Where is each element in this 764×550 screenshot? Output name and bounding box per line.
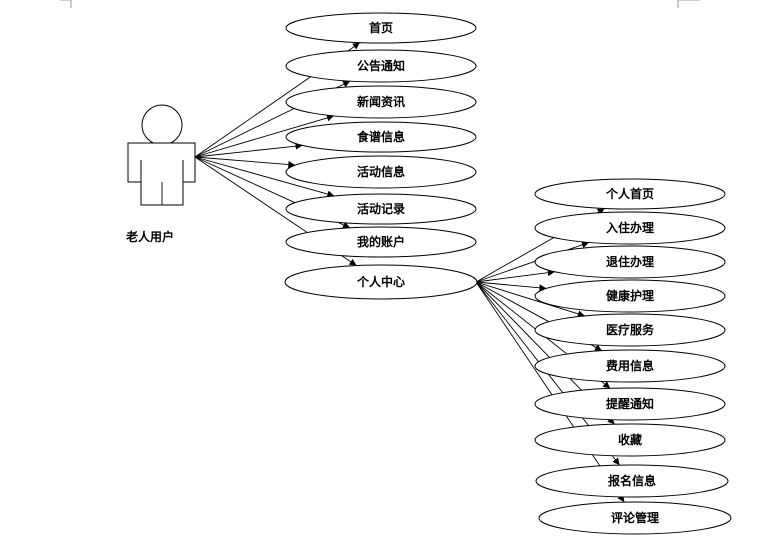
use-case-ellipse: [285, 155, 477, 189]
edge-actor-to-activity-records: [194, 156, 335, 198]
use-case-label: 公告通知: [357, 58, 405, 73]
use-case-label: 个人中心: [356, 274, 405, 289]
use-case-ellipse: [285, 49, 477, 83]
actor-label: 老人用户: [126, 229, 174, 244]
use-case-label: 健康护理: [606, 288, 654, 303]
use-case-activity-info: 活动信息: [285, 155, 477, 189]
edge-personal-center-to-medical-service: [475, 281, 585, 318]
use-case-health-care: 健康护理: [534, 279, 726, 313]
use-case-label: 个人首页: [605, 186, 654, 201]
use-case-ellipse: [285, 193, 477, 225]
edge-actor-to-news: [194, 114, 335, 158]
use-case-reminders: 提醒通知: [534, 387, 726, 421]
use-case-news: 新闻资讯: [285, 85, 477, 119]
use-case-label: 提醒通知: [606, 396, 654, 411]
actor: 老人用户: [126, 104, 196, 244]
use-case-label: 费用信息: [606, 358, 654, 373]
use-case-check-in: 入住办理: [534, 211, 726, 245]
use-case-personal-home: 个人首页: [534, 178, 726, 210]
use-case-ellipse: [534, 211, 726, 245]
use-case-label: 入住办理: [606, 220, 654, 235]
edge-personal-center-to-check-in: [475, 241, 590, 283]
use-case-registration-info: 报名信息: [535, 464, 729, 498]
use-case-check-out: 退住办理: [534, 245, 726, 279]
corner-mark-right: [677, 0, 700, 8]
use-case-personal-center: 个人中心: [284, 264, 478, 300]
use-case-ellipse: [285, 226, 477, 258]
edge-personal-center-to-check-out: [475, 269, 555, 283]
use-case-activity-records: 活动记录: [285, 193, 477, 225]
use-case-ellipse: [534, 423, 726, 457]
actor-body-icon: [127, 142, 196, 206]
use-case-ellipse: [285, 121, 477, 153]
use-case-label: 新闻资讯: [357, 94, 405, 109]
edge-actor-to-activity-info: [194, 156, 296, 169]
use-case-fee-info: 费用信息: [534, 349, 726, 383]
use-case-recipes: 食谱信息: [285, 121, 477, 153]
edge-personal-center-to-health-care: [475, 281, 547, 292]
use-case-label: 退住办理: [606, 254, 654, 269]
use-case-medical-service: 医疗服务: [534, 313, 726, 347]
use-case-comment-management: 评论管理: [538, 501, 732, 535]
use-case-label: 活动信息: [357, 164, 405, 179]
use-case-ellipse: [534, 245, 726, 279]
page-corner-marks: [60, 0, 700, 8]
use-case-announcements: 公告通知: [285, 49, 477, 83]
use-case-label: 首页: [369, 20, 393, 35]
use-case-ellipse: [534, 178, 726, 210]
use-case-ellipse: [285, 85, 477, 119]
use-case-ellipse: [534, 279, 726, 313]
corner-mark-left: [60, 0, 72, 8]
use-case-label: 报名信息: [608, 473, 656, 488]
use-case-ellipse: [538, 501, 732, 535]
use-case-ellipse: [284, 264, 478, 300]
use-case-ellipse: [285, 12, 477, 44]
use-case-label: 医疗服务: [606, 322, 655, 337]
actor-head: [141, 104, 183, 146]
use-case-label: 评论管理: [611, 510, 659, 525]
use-case-my-account: 我的账户: [285, 226, 477, 258]
use-case-ellipse: [535, 464, 729, 498]
use-case-label: 活动记录: [357, 201, 405, 216]
use-case-home: 首页: [285, 12, 477, 44]
edge-actor-to-recipes: [194, 142, 303, 158]
use-case-label: 我的账户: [357, 234, 405, 249]
use-case-ellipse: [534, 313, 726, 347]
use-case-ellipse: [534, 349, 726, 383]
use-case-favorites: 收藏: [534, 423, 726, 457]
use-case-label: 食谱信息: [356, 129, 405, 144]
use-case-ellipse: [534, 387, 726, 421]
use-case-label: 收藏: [618, 432, 642, 447]
